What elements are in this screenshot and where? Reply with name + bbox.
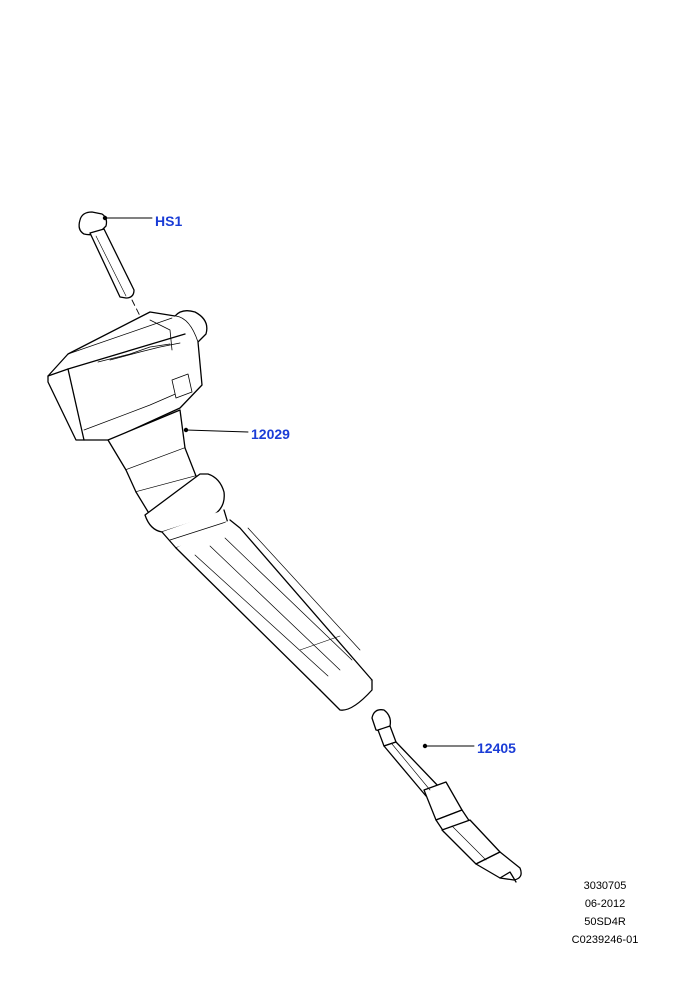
- date-code: 06-2012: [584, 898, 626, 910]
- callout-12029[interactable]: 12029: [251, 426, 290, 442]
- spark-plug-12405: [371, 709, 522, 883]
- model-code: 50SD4R: [584, 916, 626, 928]
- callout-hs1[interactable]: HS1: [155, 213, 183, 229]
- bolt-hs1: [78, 211, 158, 351]
- ignition-coil-12029: [47, 310, 373, 711]
- leader-lines: [104, 217, 475, 747]
- illustration-id: C0239246-01: [571, 934, 639, 946]
- callout-12405[interactable]: 12405: [477, 740, 516, 756]
- catalog-number: 3030705: [583, 880, 627, 892]
